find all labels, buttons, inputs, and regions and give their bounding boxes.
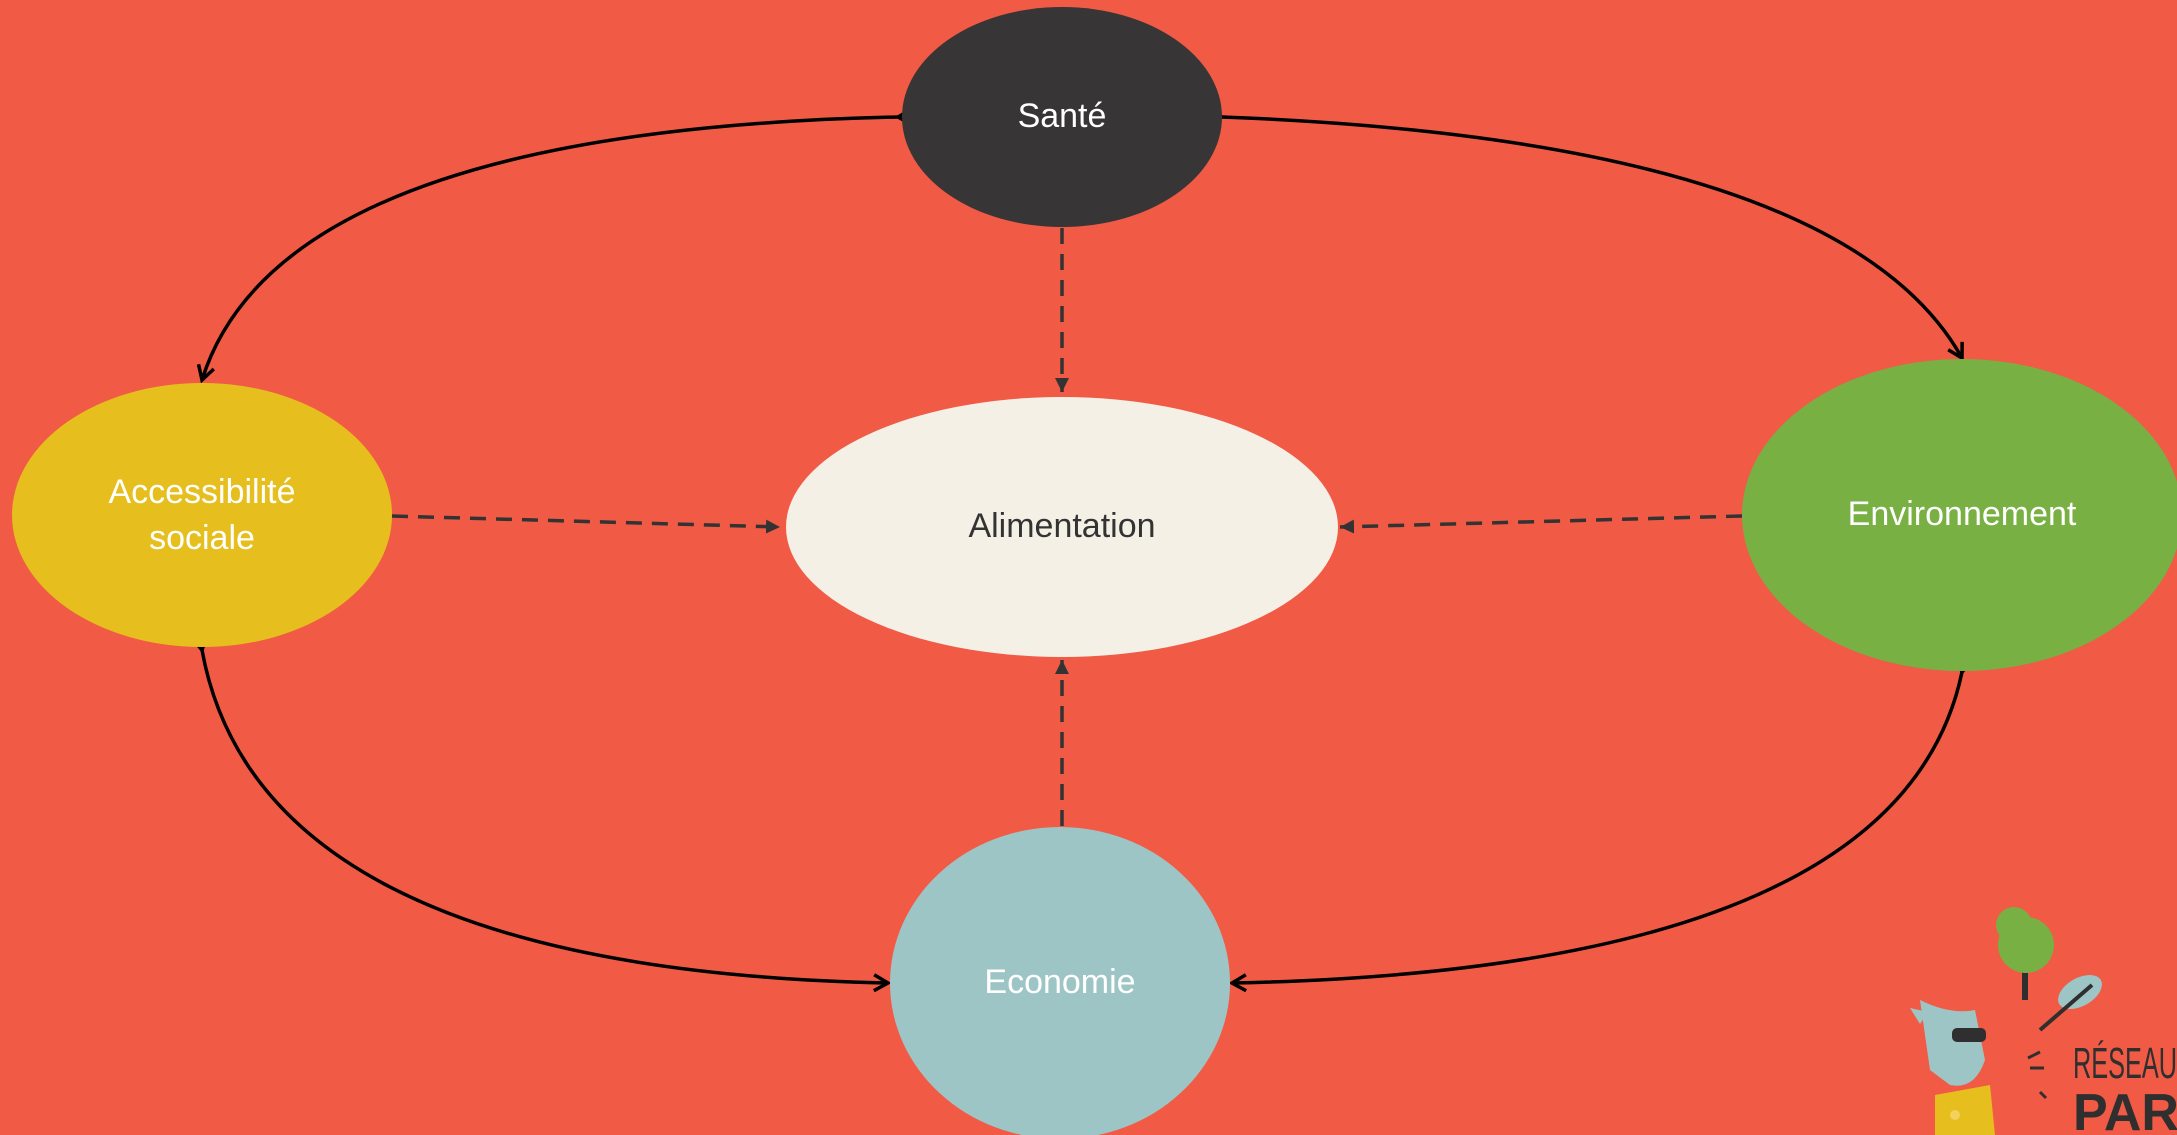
node-alimentation-shape: [786, 397, 1338, 657]
edge-accessibilite-economie: [190, 634, 892, 993]
node-accessibilite-label-line2: sociale: [149, 519, 255, 557]
sunglasses-icon: [1952, 1028, 1986, 1042]
edge-sante-environnement: [1206, 106, 1964, 362]
leaf-icon: [2058, 974, 2102, 1010]
edge-sante-accessibilite: [196, 107, 914, 384]
node-alimentation-label: Alimentation: [968, 507, 1155, 545]
logo-mark: [2027, 1050, 2041, 1060]
node-sante-shape: [902, 7, 1222, 227]
cow-ear-icon: [1910, 1008, 1928, 1024]
tree-icon-top: [1996, 907, 2032, 943]
node-accessibilite-label-line1: Accessibilité: [108, 473, 295, 511]
leaf-stem-icon: [2038, 983, 2094, 1032]
node-environnement-label: Environnement: [1848, 495, 2077, 533]
node-sante: Santé: [902, 7, 1222, 227]
node-accessibilite-shape: [12, 383, 392, 647]
reseau-logo: RÉSEAU PAR: [1910, 907, 2177, 1135]
node-alimentation: Alimentation: [786, 397, 1338, 657]
cheese-icon: [1935, 1085, 1995, 1135]
logo-mark: [2038, 1090, 2048, 1100]
logo-text-line2: PAR: [2073, 1084, 2177, 1135]
cheese-hole: [1950, 1110, 1960, 1120]
node-environnement-shape: [1742, 359, 2177, 671]
edge-environnement-alimentation: [1339, 514, 1743, 534]
cow-icon: [1920, 1000, 1985, 1086]
node-environnement: Environnement: [1742, 359, 2177, 671]
node-economie-label: Economie: [984, 963, 1135, 1001]
node-economie: Economie: [890, 827, 1230, 1135]
node-sante-label: Santé: [1018, 97, 1107, 135]
node-accessibilite: Accessibilité sociale: [12, 383, 392, 647]
edge-environnement-economie: [1228, 656, 1975, 993]
logo-text-line1: RÉSEAU: [2073, 1039, 2177, 1088]
node-economie-shape: [890, 827, 1230, 1135]
edge-accessibilite-alimentation: [391, 514, 781, 534]
